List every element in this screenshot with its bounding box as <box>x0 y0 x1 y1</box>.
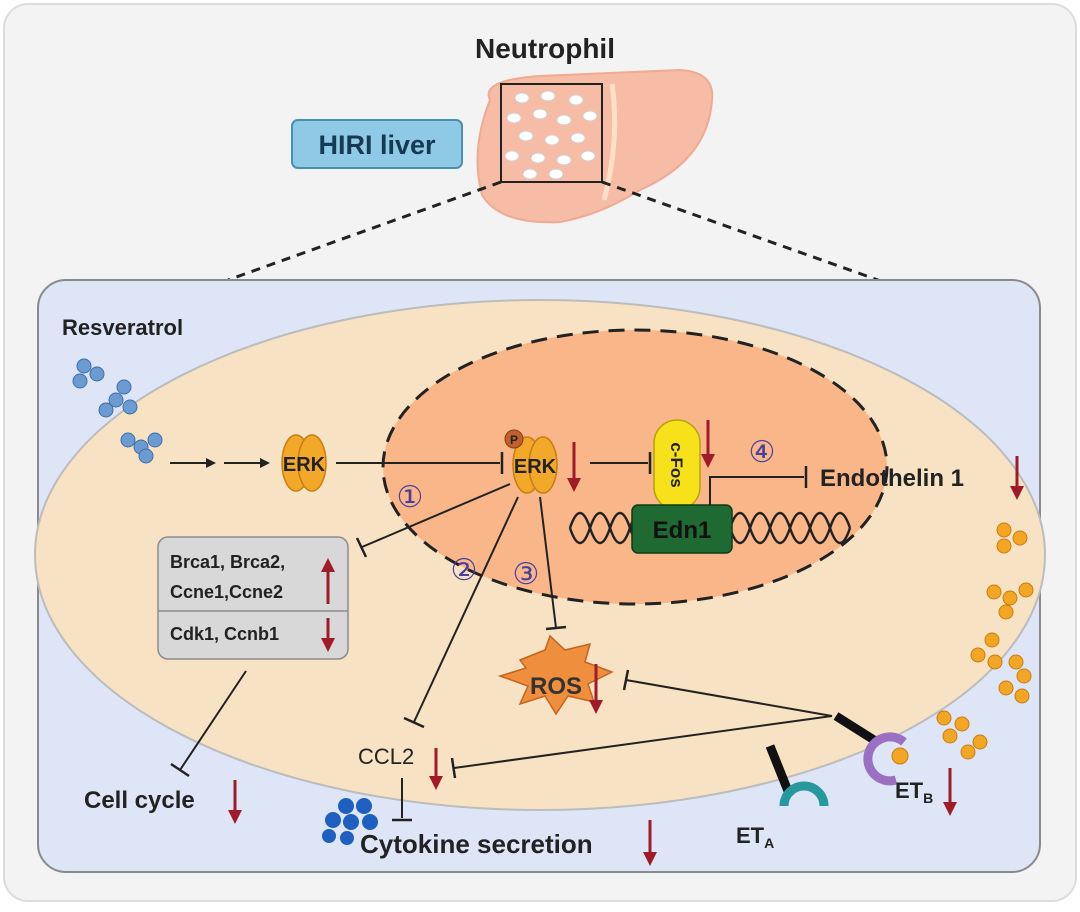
step-4-marker: ④ <box>749 436 776 469</box>
step-2-marker: ② <box>451 554 478 587</box>
svg-text:c-Fos: c-Fos <box>667 442 686 487</box>
zoom-line-right <box>601 180 879 282</box>
inhibit-perk-to-ros <box>539 496 557 629</box>
inhibit-receptor-to-ros <box>625 679 833 717</box>
erk-cytoplasm: ERK <box>281 434 327 492</box>
endothelin-molecules <box>936 522 1034 760</box>
phospho-marker <box>504 429 524 449</box>
svg-text:ROS: ROS <box>530 673 582 700</box>
down-arrow-icon <box>321 618 335 652</box>
neutrophil-title: Neutrophil <box>475 33 615 64</box>
step-3-marker: ③ <box>513 558 540 591</box>
svg-text:ERK: ERK <box>514 456 557 478</box>
cytokine-molecules <box>322 798 378 845</box>
cell-cycle-label: Cell cycle <box>84 787 195 814</box>
zoom-line-left <box>227 180 502 282</box>
svg-text:ERK: ERK <box>283 454 326 476</box>
down-arrow-icon <box>943 768 957 816</box>
inhibit-perk-to-ccl2 <box>413 496 519 723</box>
etb-label: ETB <box>895 778 933 806</box>
edn1-gene: Edn1 <box>631 504 733 554</box>
svg-text:P: P <box>510 433 518 447</box>
cell-cycle-gene-box: Brca1, Brca2, Ccne1,Ccne2 Cdk1, Ccnb1 <box>157 536 349 660</box>
down-arrow-icon <box>228 780 242 824</box>
down-arrow-icon <box>567 442 581 492</box>
neutrophil-cells <box>504 90 598 180</box>
resveratrol-label: Resveratrol <box>62 315 183 340</box>
down-arrow-icon <box>1010 456 1024 500</box>
cytokine-secretion-label: Cytokine secretion <box>360 829 593 859</box>
down-arrow-icon <box>643 820 657 866</box>
ros-burst: ROS <box>497 634 614 716</box>
liver-illustration <box>476 68 714 224</box>
perk-nucleus: P ERK <box>504 429 558 494</box>
resveratrol-molecules <box>72 358 163 464</box>
svg-text:Ccne1,Ccne2: Ccne1,Ccne2 <box>170 582 283 602</box>
eta-receptor <box>765 744 829 807</box>
hiri-liver-badge <box>291 119 463 169</box>
endothelin-label: Endothelin 1 <box>820 465 964 492</box>
edn1-to-endothelin <box>709 476 804 505</box>
eta-label: ETA <box>736 823 774 851</box>
nucleus <box>381 328 889 606</box>
etb-receptor <box>833 712 909 786</box>
inhibit-genes-to-cell-cycle <box>179 670 247 771</box>
ccl2-label: CCL2 <box>358 744 414 769</box>
inhibit-perk-to-genes <box>361 483 511 548</box>
down-arrow-icon <box>589 664 603 714</box>
svg-text:Cdk1, Ccnb1: Cdk1, Ccnb1 <box>170 624 279 644</box>
hiri-liver-label: HIRI liver <box>318 130 436 160</box>
svg-text:Brca1, Brca2,: Brca1, Brca2, <box>170 552 285 572</box>
liver-zoom-box <box>500 83 603 183</box>
svg-text:Edn1: Edn1 <box>653 517 712 544</box>
up-arrow-icon <box>321 558 335 604</box>
down-arrow-icon <box>701 420 715 468</box>
step-1-marker: ① <box>397 481 424 514</box>
inhibit-receptor-to-ccl2 <box>453 715 833 769</box>
down-arrow-icon <box>429 748 443 790</box>
cfos-protein: c-Fos <box>653 419 701 511</box>
